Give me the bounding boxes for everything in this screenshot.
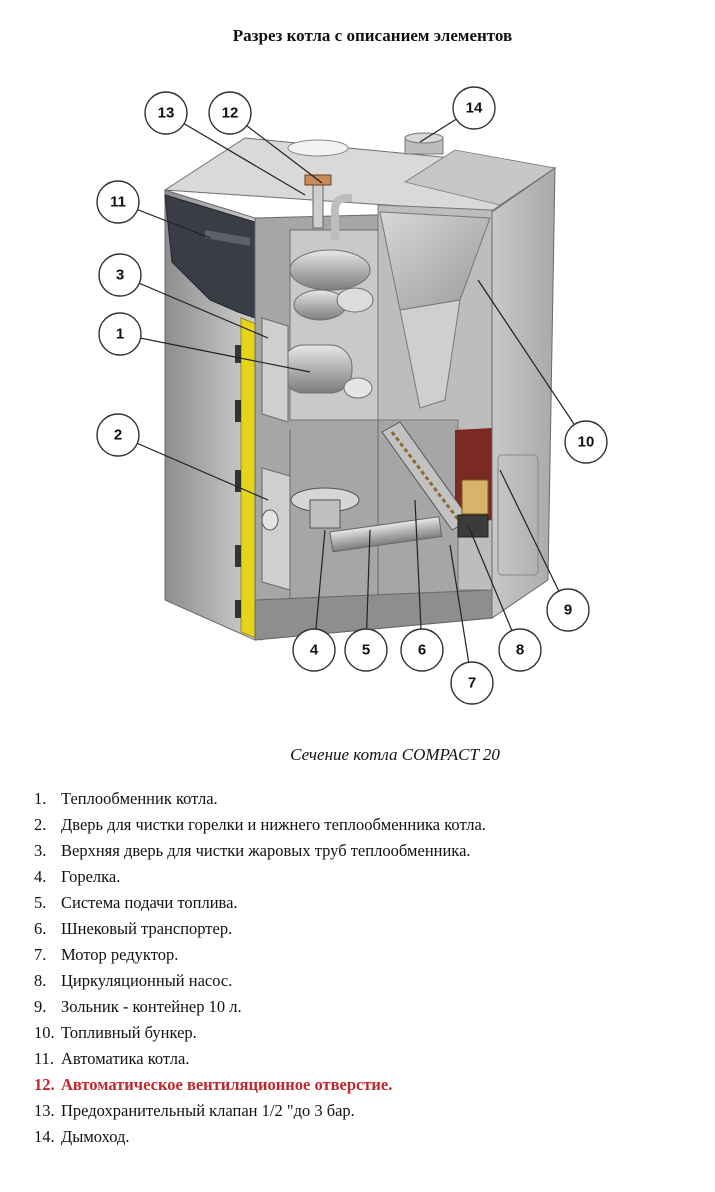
legend-text: Зольник - контейнер 10 л. (61, 997, 242, 1016)
legend-item: 6. Шнековый транспортер. (34, 916, 486, 942)
callout-1: 1 (98, 312, 142, 356)
svg-text:5: 5 (362, 642, 370, 659)
callout-13: 13 (144, 91, 188, 135)
legend-number: 7. (34, 945, 47, 964)
legend-number: 11. (34, 1049, 55, 1068)
legend-number: 4. (34, 867, 47, 886)
legend-item: 1. Теплообменник котла. (34, 786, 486, 812)
svg-text:14: 14 (466, 100, 483, 117)
legend-number: 9. (34, 997, 47, 1016)
callout-2: 2 (96, 413, 140, 457)
legend-number: 8. (34, 971, 47, 990)
legend-number: 12. (34, 1075, 55, 1094)
legend-text: Автоматическое вентиляционное отверстие. (61, 1075, 393, 1094)
callout-11: 11 (96, 180, 140, 224)
callout-7: 7 (450, 661, 494, 705)
legend-text: Верхняя дверь для чистки жаровых труб те… (61, 841, 471, 860)
callout-9: 9 (546, 588, 590, 632)
callout-12: 12 (208, 91, 252, 135)
legend-text: Горелка. (61, 867, 121, 886)
legend-item: 3. Верхняя дверь для чистки жаровых труб … (34, 838, 486, 864)
callout-14: 14 (452, 86, 496, 130)
legend-text: Шнековый транспортер. (61, 919, 233, 938)
svg-text:7: 7 (468, 675, 476, 692)
figure-caption: Сечение котла COMPACT 20 (290, 745, 500, 764)
callout-6: 6 (400, 628, 444, 672)
svg-text:10: 10 (578, 434, 595, 451)
legend-text: Топливный бункер. (61, 1023, 197, 1042)
legend-item: 14. Дымоход. (34, 1124, 486, 1150)
boiler-cutaway-figure: 13 12 14 11 3 1 2 10 9 4 5 6 (0, 70, 715, 720)
svg-text:12: 12 (222, 105, 239, 122)
legend-text: Дверь для чистки горелки и нижнего тепло… (61, 815, 486, 834)
legend-text: Автоматика котла. (61, 1049, 190, 1068)
legend-number: 6. (34, 919, 47, 938)
page-title: Разрез котла с описанием элементов (232, 26, 513, 45)
legend-item: 13. Предохранительный клапан 1/2 "до 3 ба… (34, 1098, 486, 1124)
callout-8: 8 (498, 628, 542, 672)
svg-text:11: 11 (110, 194, 126, 211)
svg-text:13: 13 (158, 105, 175, 122)
legend-text: Циркуляционный насос. (61, 971, 233, 990)
legend-number: 10. (34, 1023, 55, 1042)
svg-text:4: 4 (310, 642, 319, 659)
svg-text:1: 1 (116, 326, 124, 343)
svg-text:6: 6 (418, 642, 426, 659)
svg-text:8: 8 (516, 642, 524, 659)
legend-text: Теплообменник котла. (61, 789, 218, 808)
legend-list: 1. Теплообменник котла. 2. Дверь для чистк… (34, 786, 486, 1150)
legend-number: 2. (34, 815, 47, 834)
legend-item: 7. Мотор редуктор. (34, 942, 486, 968)
legend-item: 2. Дверь для чистки горелки и нижнего теп… (34, 812, 486, 838)
legend-item: 8. Циркуляционный насос. (34, 968, 486, 994)
legend-text: Предохранительный клапан 1/2 "до 3 бар. (61, 1101, 355, 1120)
callout-3: 3 (98, 253, 142, 297)
legend-number: 13. (34, 1101, 55, 1120)
legend-number: 5. (34, 893, 47, 912)
legend-text: Дымоход. (61, 1127, 130, 1146)
legend-number: 3. (34, 841, 47, 860)
callout-4: 4 (292, 628, 336, 672)
callout-10: 10 (564, 420, 608, 464)
legend-item: 10. Топливный бункер. (34, 1020, 486, 1046)
svg-text:9: 9 (564, 602, 572, 619)
legend-item: 9. Зольник - контейнер 10 л. (34, 994, 486, 1020)
svg-text:3: 3 (116, 267, 124, 284)
legend-item: 5. Система подачи топлива. (34, 890, 486, 916)
legend-text: Мотор редуктор. (61, 945, 179, 964)
legend-number: 1. (34, 789, 47, 808)
svg-text:2: 2 (114, 427, 122, 444)
legend-item: 11. Автоматика котла. (34, 1046, 486, 1072)
legend-number: 14. (34, 1127, 55, 1146)
boiler-drawing (163, 132, 557, 641)
legend-item: 4. Горелка. (34, 864, 486, 890)
callout-5: 5 (344, 628, 388, 672)
legend-item-highlighted: 12. Автоматическое вентиляционное отверст… (34, 1072, 486, 1098)
legend-text: Система подачи топлива. (61, 893, 238, 912)
